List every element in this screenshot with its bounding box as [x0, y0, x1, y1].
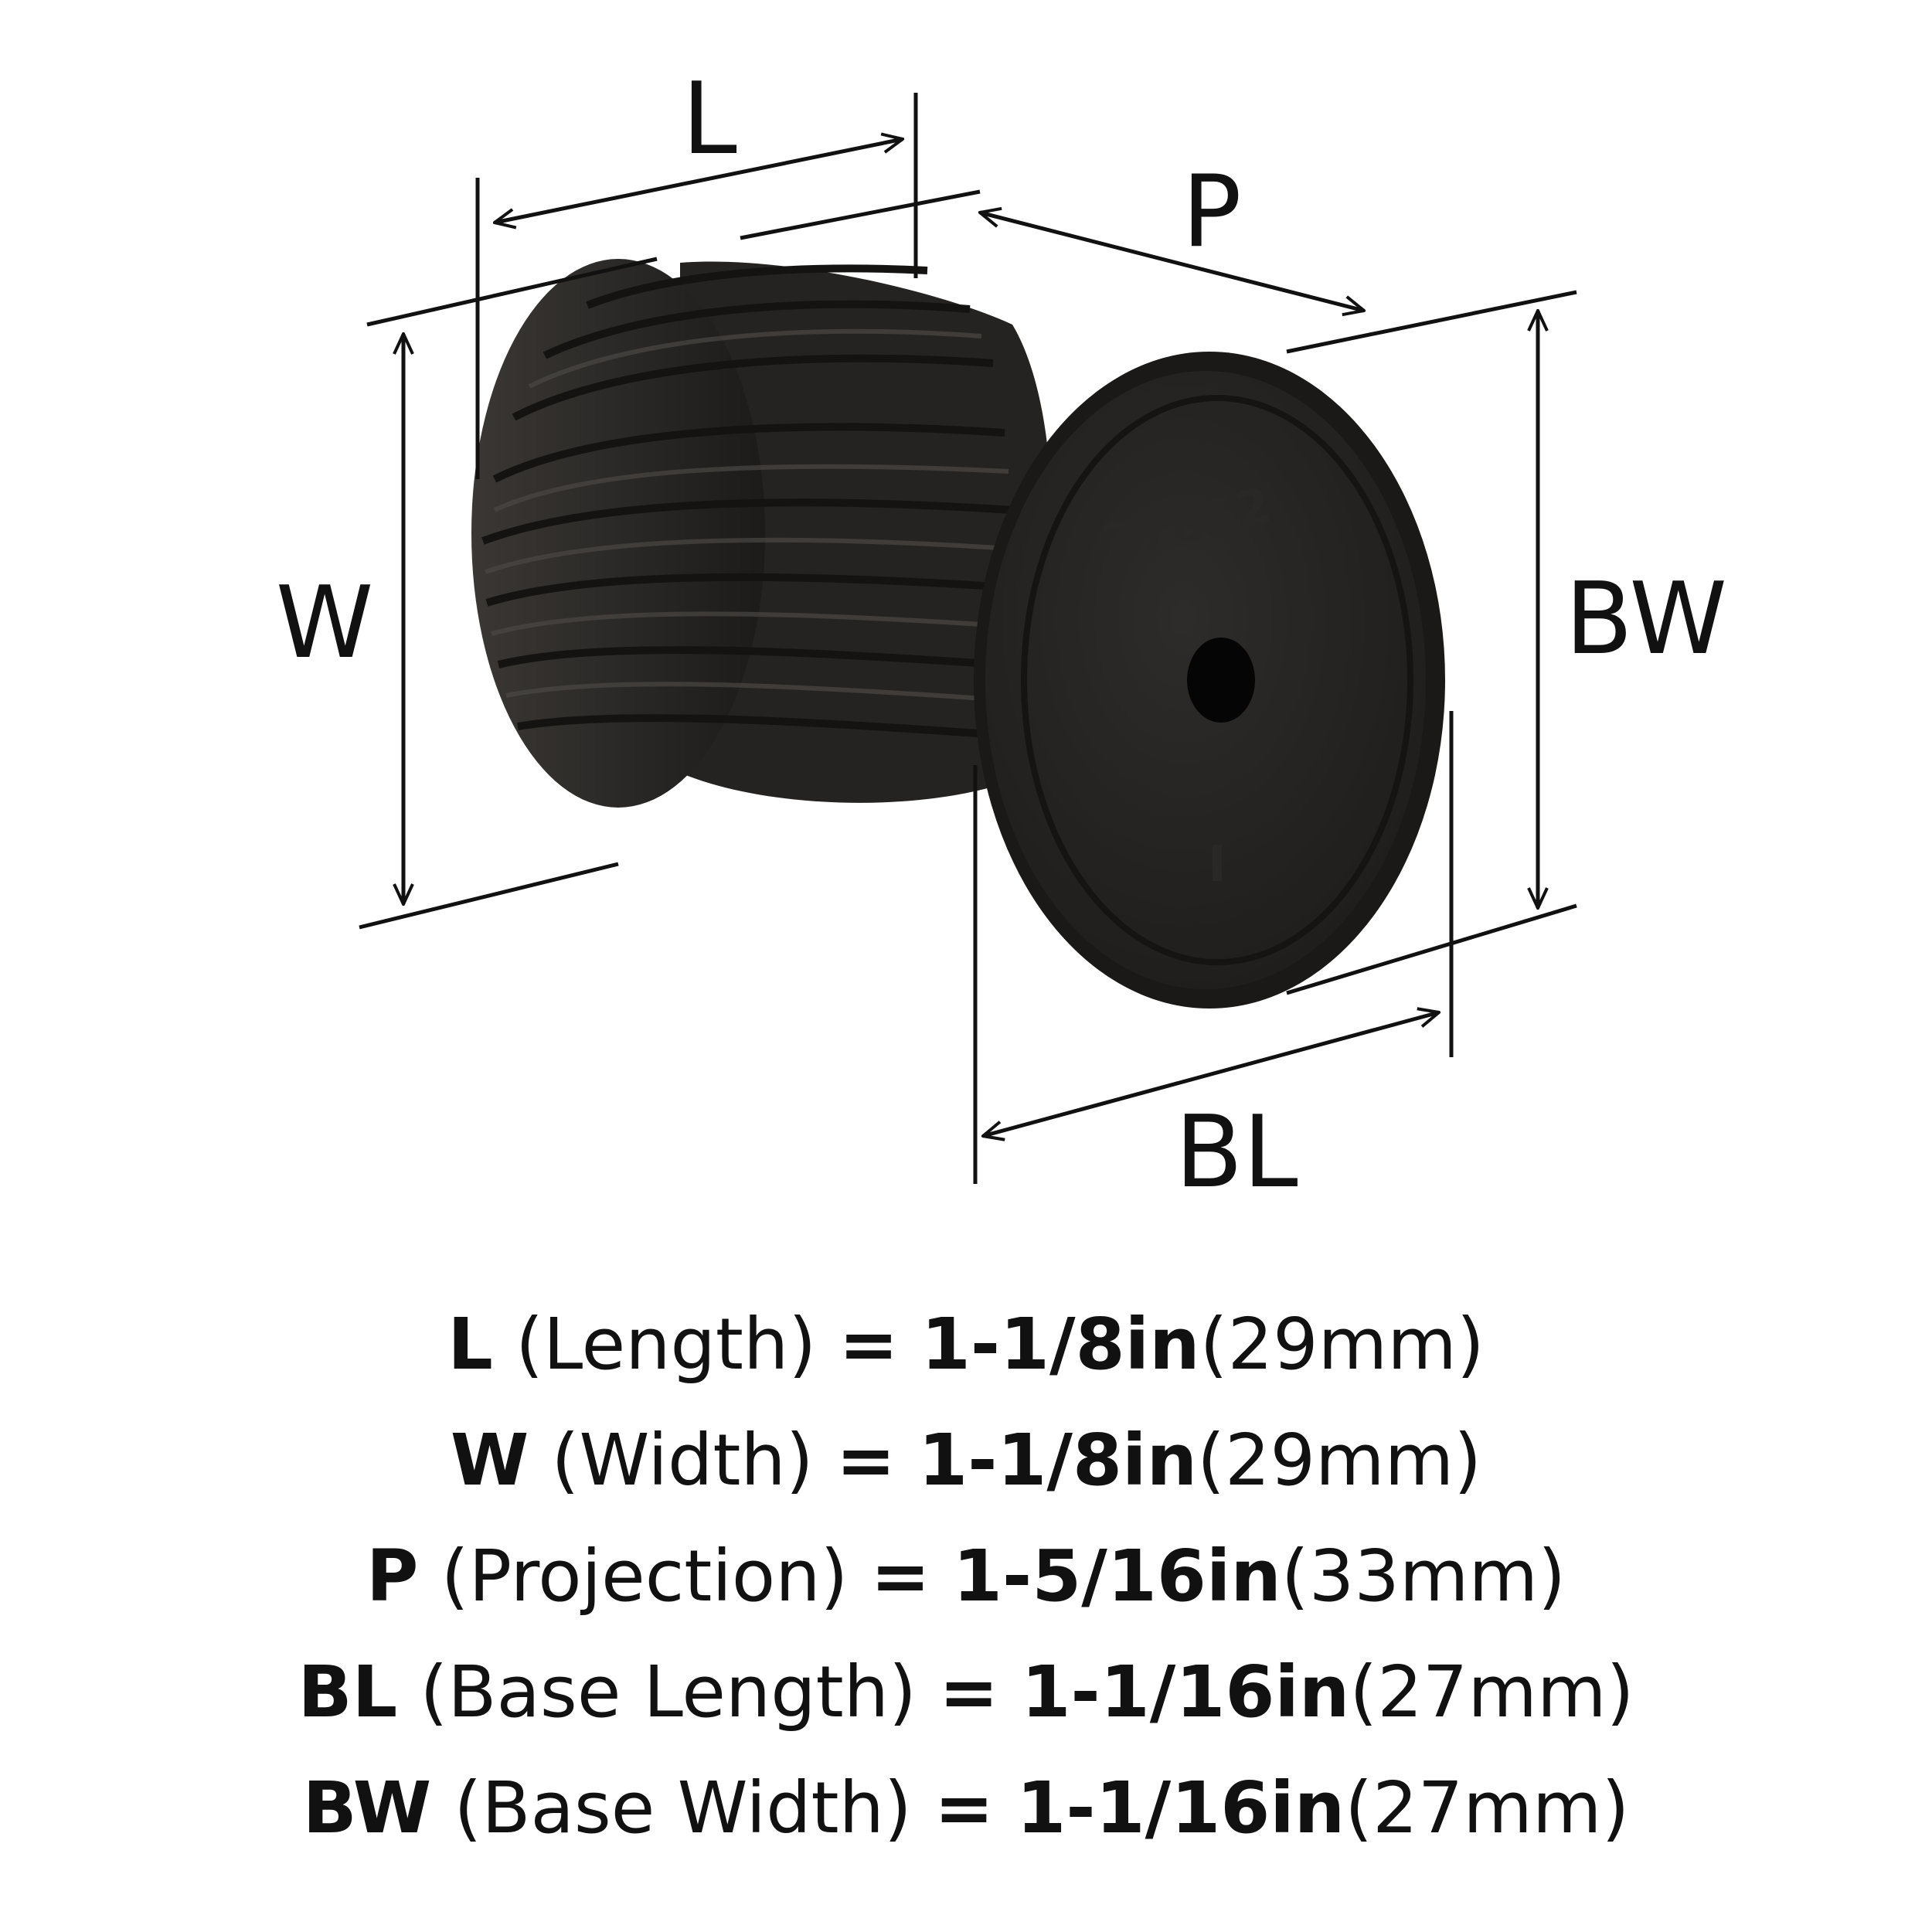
spec-metric: (29mm) — [1197, 1419, 1482, 1502]
spec-metric: (27mm) — [1349, 1651, 1634, 1733]
bl-arrow — [983, 1012, 1439, 1136]
spec-line-base-length: BL (Base Length) = 1-1/16in(27mm) — [0, 1634, 1932, 1750]
knob-flutes — [481, 264, 1013, 738]
knob-illustration: 37652 I — [471, 259, 1445, 1009]
knob-face — [471, 259, 765, 808]
spec-line-base-width: BW (Base Width) = 1-1/16in(27mm) — [0, 1750, 1932, 1866]
spec-name: (Base Width) — [454, 1767, 912, 1849]
p-arrow — [980, 213, 1364, 311]
spec-imperial: 1-5/16in — [953, 1535, 1281, 1617]
spec-equals: = — [939, 1651, 999, 1733]
spec-abbr: W — [450, 1419, 529, 1502]
knob-flute-highlights — [485, 328, 1012, 702]
top-ref-line-left — [366, 257, 658, 327]
spec-equals: = — [838, 1303, 899, 1386]
spec-imperial: 1-1/16in — [1021, 1651, 1350, 1733]
base-screw-hole — [1187, 638, 1255, 723]
dimension-spec-list: L (Length) = 1-1/8in(29mm) W (Width) = 1… — [0, 1287, 1932, 1866]
spec-name: (Length) — [515, 1303, 817, 1386]
spec-imperial: 1-1/16in — [1016, 1767, 1345, 1849]
spec-name: (Base Length) — [420, 1651, 917, 1733]
spec-line-length: L (Length) = 1-1/8in(29mm) — [0, 1287, 1932, 1403]
spec-abbr: BW — [302, 1767, 432, 1849]
spec-abbr: BL — [298, 1651, 398, 1733]
knob-dimension-diagram: 37652 I L P W BW BL — [276, 62, 1727, 1210]
dimension-lines — [359, 93, 1577, 1184]
dim-label-bl: BL — [1175, 1095, 1298, 1210]
spec-metric: (33mm) — [1281, 1535, 1566, 1617]
dim-label-l: L — [682, 62, 736, 177]
spec-equals: = — [870, 1535, 930, 1617]
spec-name: (Projection) — [440, 1535, 849, 1617]
base-mark: I — [1208, 836, 1226, 893]
bw-top-ref-line — [1286, 290, 1577, 354]
base-plate-inner-ring — [1021, 395, 1413, 965]
spec-equals: = — [835, 1419, 896, 1502]
spec-abbr: L — [447, 1303, 493, 1386]
spec-abbr: P — [366, 1535, 419, 1617]
dim-label-bw: BW — [1565, 562, 1727, 677]
bw-bottom-ref-line — [1286, 903, 1577, 995]
top-ref-line-mid — [740, 189, 981, 240]
spec-metric: (27mm) — [1345, 1767, 1630, 1849]
spec-equals: = — [934, 1767, 995, 1849]
w-bottom-ref-line — [359, 862, 619, 930]
l-arrow — [495, 139, 903, 223]
spec-name: (Width) — [551, 1419, 814, 1502]
dim-label-w: W — [276, 566, 374, 681]
dim-label-p: P — [1182, 155, 1241, 270]
spec-line-width: W (Width) = 1-1/8in(29mm) — [0, 1403, 1932, 1519]
spec-metric: (29mm) — [1199, 1303, 1485, 1386]
spec-imperial: 1-1/8in — [918, 1419, 1198, 1502]
knob-body — [680, 261, 1052, 803]
spec-line-projection: P (Projection) = 1-5/16in(33mm) — [0, 1519, 1932, 1634]
spec-imperial: 1-1/8in — [920, 1303, 1200, 1386]
